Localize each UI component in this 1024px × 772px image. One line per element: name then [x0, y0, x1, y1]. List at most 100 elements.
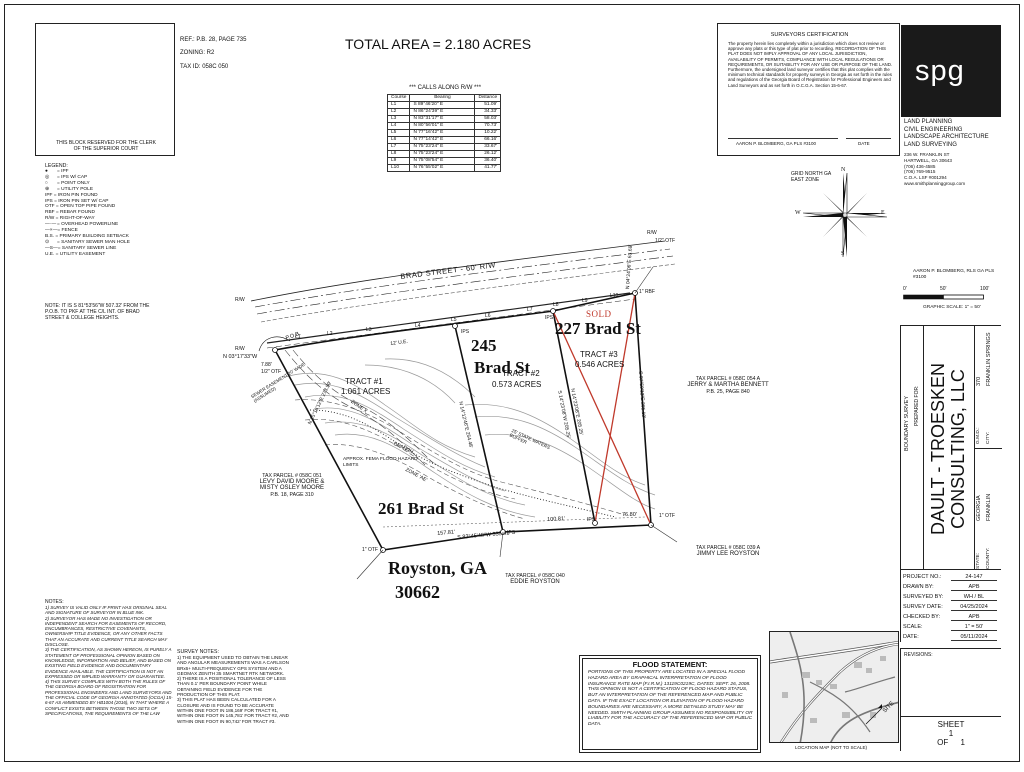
- legend-symbol-icon: —·—: [45, 222, 57, 228]
- tract3-area: 0.546 ACRES: [575, 360, 625, 369]
- sheet-block: SHEET 1 OF 1: [900, 716, 1001, 751]
- sheet-number: 1: [948, 729, 954, 738]
- certification-text: The property herein lies completely with…: [728, 41, 893, 88]
- note-item: 2) SURVEYOR HAS MADE NO INVESTIGATION OR…: [45, 615, 168, 648]
- lot-245-street: Brad St: [474, 358, 531, 377]
- survey-notes: SURVEY NOTES: 1) THE EQUIPMENT USED TO O…: [177, 649, 289, 724]
- state-value: GEORGIA: [976, 495, 982, 521]
- lot-245-number: 245: [471, 336, 497, 355]
- legend-symbol-icon: —×—: [45, 228, 58, 234]
- company-address-line: (706) 436-4585: [904, 163, 936, 169]
- legend-items: ●= IPF◎= IPS W/ CAP○= POINT ONLY⊕= UTILI…: [45, 169, 185, 258]
- flood-title: FLOOD STATEMENT:: [632, 660, 708, 669]
- title-block-key: DRAWN BY:: [903, 584, 934, 590]
- compass-w: W: [795, 210, 801, 216]
- sold-label: SOLD: [586, 309, 612, 319]
- title-block-value: 04/25/2024: [951, 604, 997, 611]
- total-area: TOTAL AREA = 2.180 ACRES: [345, 36, 532, 52]
- call-l10: L10: [610, 293, 619, 299]
- legend-text: U.E. = UTILITY EASEMENT: [45, 251, 106, 257]
- zoning-text: ZONING: R2: [180, 50, 215, 56]
- survey-notes-title: SURVEY NOTES:: [177, 649, 219, 655]
- legend-item: ○= POINT ONLY: [45, 181, 185, 187]
- zip-label: 30662: [395, 582, 440, 602]
- city-value: FRANKLIN SPRINGS: [986, 332, 992, 386]
- location-map-caption: LOCATION MAP (NOT TO SCALE): [795, 745, 868, 750]
- title-block-value: 1" = 50': [951, 624, 997, 631]
- legend-symbol-icon: ◎: [45, 174, 50, 180]
- pob-arc: [258, 336, 291, 352]
- legend-text: = IPS W/ CAP: [57, 174, 88, 180]
- boundary-tick-arrows: [356, 266, 678, 580]
- legend-text: IPF = IRON PIN FOUND: [45, 192, 98, 198]
- revisions-label: REVISIONS:: [904, 652, 933, 658]
- legend-item: ⊙= SANITARY SEWER MAN HOLE: [45, 240, 185, 246]
- tract2-label: TRACT #2: [502, 369, 540, 378]
- legend-text: = SANITARY SEWER MAN HOLE: [57, 239, 130, 245]
- scale-tick-100: 100': [980, 286, 990, 292]
- legend-item: —S—= SANITARY SEWER LINE: [45, 246, 185, 252]
- title-block-row: SURVEYED BY:WH / BL: [903, 592, 1001, 602]
- compass-n: N: [841, 167, 846, 173]
- legend-item: —×—= FENCE: [45, 228, 185, 234]
- title-block-value: APB: [951, 584, 997, 591]
- legend-item: —·—= OVERHEAD POWERLINE: [45, 222, 185, 228]
- title-block-key: SURVEYED BY:: [903, 594, 944, 600]
- fema-label: APPROX. FEMA FLOOD HAZARD LIMITS: [343, 457, 418, 468]
- title-block-row: PROJECT NO.:24-147: [903, 572, 1001, 582]
- sheet-total: 1: [960, 738, 965, 747]
- gmd-value: 370: [976, 376, 982, 386]
- survey-type: BOUNDARY SURVEY: [904, 395, 910, 451]
- note-item: 1) SURVEY IS VALID ONLY IF PRINT HAS ORI…: [45, 605, 167, 616]
- title-block-value: 05/11/2024: [951, 634, 997, 641]
- compass-e: E: [881, 210, 885, 216]
- location-map: SITE: [769, 631, 899, 743]
- company-address-line: 236 W. FRANKLIN ST: [904, 152, 950, 157]
- sheet-label: SHEET: [937, 720, 965, 729]
- scale-label: GRAPHIC SCALE: 1" = 50': [923, 305, 981, 310]
- legend-item: U.E. = UTILITY EASEMENT: [45, 252, 185, 258]
- parcel-east: TAX PARCEL # 058C 054 A JERRY & MARTHA B…: [687, 376, 769, 395]
- site-pointer: [865, 707, 883, 725]
- company-address-line: HARTWELL, GA 30643: [904, 157, 952, 163]
- tax-id-text: TAX ID: 058C 050: [180, 64, 229, 70]
- certification-block: SURVEYORS CERTIFICATION The property her…: [717, 23, 900, 156]
- prepared-for: PREPARED FOR:: [914, 385, 920, 426]
- branch-stream: [309, 409, 616, 518]
- lot-227-label: 227 Brad St: [555, 319, 641, 338]
- legend-text: = POINT ONLY: [57, 180, 90, 186]
- notes-title: NOTES:: [45, 599, 64, 605]
- clerk-block-text: THIS BLOCK RESERVED FOR THE CLERK OF THE…: [56, 140, 156, 152]
- call-l6: L6: [485, 313, 491, 319]
- compass-label: GRID NORTH GA EAST ZONE: [791, 171, 831, 183]
- legend-text: = OVERHEAD POWERLINE: [57, 222, 119, 228]
- title-block-key: CHECKED BY:: [903, 614, 940, 620]
- legend: LEGEND: ●= IPF◎= IPS W/ CAP○= POINT ONLY…: [45, 163, 185, 258]
- legend-text: RBF = REBAR FOUND: [45, 210, 95, 216]
- ips-label-4: IPS: [587, 517, 596, 523]
- sheet-of: OF 1: [901, 738, 1001, 747]
- company-logo: spg: [901, 25, 1001, 117]
- legend-symbol-icon: —S—: [45, 245, 58, 251]
- ips-label-2: IPS: [545, 315, 554, 321]
- scale-tick-0: 0': [903, 286, 907, 292]
- state-label: STATE:: [976, 552, 981, 569]
- certification-signature: AARON P. BLOMBERG, GA PLS #3100: [736, 141, 816, 146]
- scale-bar: [903, 294, 984, 300]
- note-item: 3) THE CERTIFICATION, AS SHOWN HEREON, I…: [45, 647, 172, 679]
- legend-item: B.S. = PRIMARY BUILDING SETBACK: [45, 234, 185, 240]
- call-l8: L8: [553, 302, 559, 308]
- note-text: NOTE: IT IS S 81°53'56"W 507.32' FROM TH…: [45, 303, 150, 321]
- ips-label-1: IPS: [461, 329, 470, 335]
- legend-text: = SANITARY SEWER LINE: [57, 245, 117, 251]
- call-l2: L2: [327, 331, 333, 337]
- plat-sheet: THIS BLOCK RESERVED FOR THE CLERK OF THE…: [4, 4, 1020, 762]
- call-l3: L3: [366, 327, 372, 333]
- city-label: CITY:: [986, 432, 991, 444]
- scale-surveyor: AARON P. BLOMBERG, RLS GA PLS #3100: [913, 269, 995, 280]
- client-name: DAULT - TROESKEN CONSULTING, LLC: [928, 362, 968, 536]
